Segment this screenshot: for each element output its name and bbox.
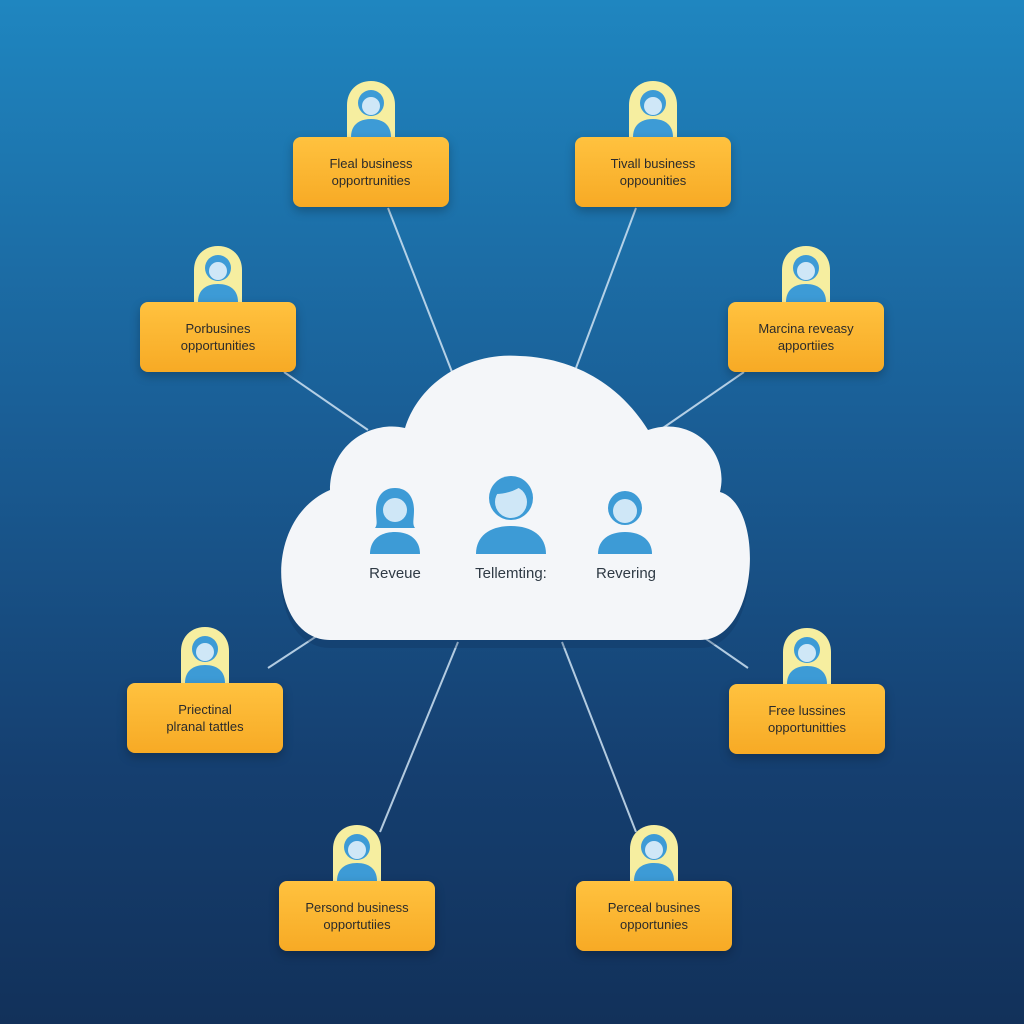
node-card-5: Priectinal plranal tattles <box>127 627 283 753</box>
user-icon <box>333 825 381 881</box>
node-card-8: Perceal busines opportunies <box>576 825 732 951</box>
connector-line <box>561 641 637 833</box>
node-label: Porbusines opportunities <box>180 321 256 353</box>
node-card-4: Marcina reveasy apportiies <box>728 246 884 372</box>
node-label: Free lussines opportunitties <box>767 703 847 735</box>
user-icon <box>783 628 831 684</box>
node-card-7: Persond business opportutiies <box>279 825 435 951</box>
cloud-label-2: Tellemting: <box>475 565 547 582</box>
user-icon <box>598 491 652 554</box>
node-label: Priectinal plranal tattles <box>166 702 244 734</box>
node-label: Marcina reveasy apportiies <box>758 321 854 353</box>
node-card-6: Free lussines opportunitties <box>729 628 885 754</box>
node-card-1: Fleal business opportrunities <box>293 81 449 207</box>
node-label: Tivall business oppounities <box>610 156 696 188</box>
user-icon <box>194 246 242 302</box>
user-icon <box>476 476 546 554</box>
node-label: Perceal busines opportunies <box>607 900 701 932</box>
node-card-3: Porbusines opportunities <box>140 246 296 372</box>
connector-line <box>387 207 453 373</box>
user-icon <box>629 81 677 137</box>
connector-line <box>283 371 369 431</box>
node-card-2: Tivall business oppounities <box>575 81 731 207</box>
user-icon <box>630 825 678 881</box>
user-icon <box>181 627 229 683</box>
connector-line <box>379 641 459 833</box>
connector-line <box>575 207 637 369</box>
user-icon <box>782 246 830 302</box>
user-female-icon <box>370 488 420 554</box>
user-icon <box>347 81 395 137</box>
node-label: Persond business opportutiies <box>305 900 409 932</box>
cloud-label-3: Revering <box>595 565 657 582</box>
node-label: Fleal business opportrunities <box>329 156 413 188</box>
connector-line <box>659 371 745 431</box>
cloud-label-1: Reveue <box>369 565 421 582</box>
